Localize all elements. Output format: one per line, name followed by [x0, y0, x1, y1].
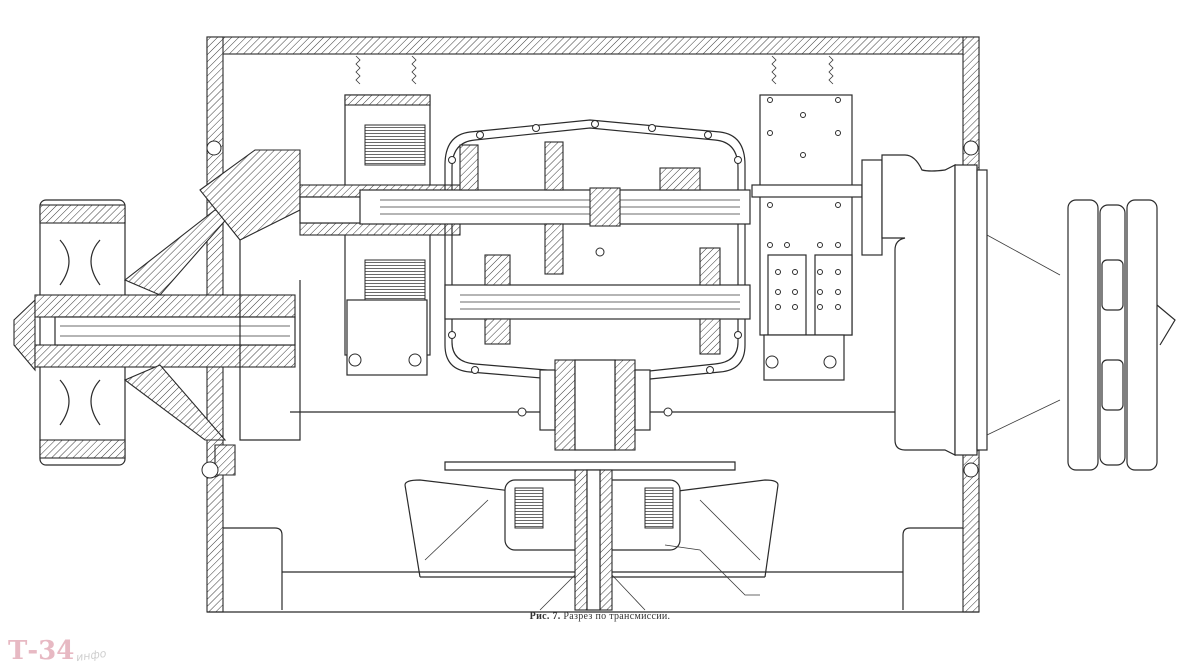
mount-springs	[355, 55, 834, 85]
caption-text: Разрез по трансмиссии.	[563, 611, 671, 622]
caption-prefix: Рис. 7.	[529, 611, 561, 622]
main-clutch	[299, 94, 461, 376]
figure-caption: Рис. 7. Разрез по трансмиссии.	[0, 611, 1200, 622]
gearbox	[359, 119, 751, 451]
side-clutch-right	[751, 94, 863, 381]
watermark-logo: Т-34 инфо	[8, 630, 108, 666]
fan	[404, 461, 779, 611]
watermark-main: Т-34	[8, 636, 75, 666]
track-wheel-right	[1067, 199, 1176, 471]
final-drive-left	[13, 149, 301, 479]
watermark-sub: инфо	[75, 646, 108, 665]
final-drive-right	[861, 154, 1061, 456]
